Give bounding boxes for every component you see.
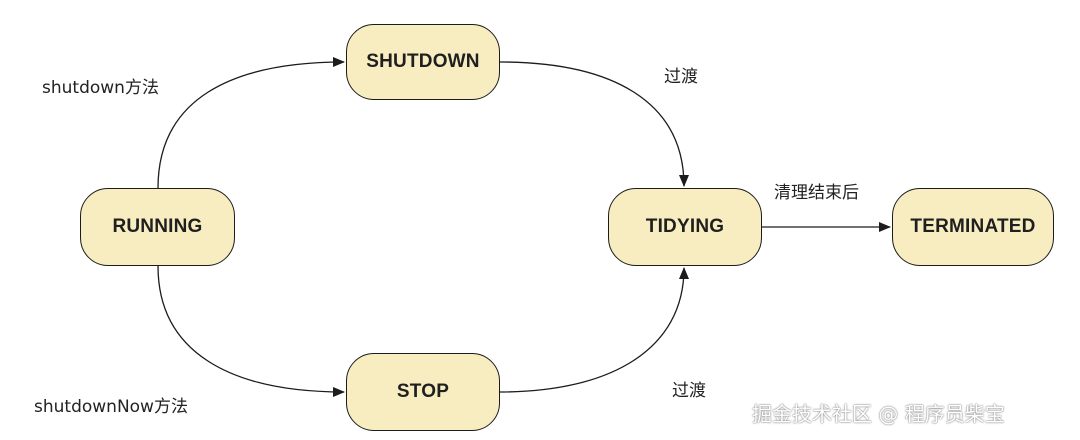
edge-running-to-stop xyxy=(157,265,345,397)
state-running-label: RUNNING xyxy=(112,216,203,237)
state-stop-label: STOP xyxy=(396,381,450,402)
edge-shutdown-to-tidying xyxy=(499,61,689,187)
state-shutdown: SHUTDOWN xyxy=(346,24,500,100)
watermark: 掘金技术社区 @ 程序员柴宝 xyxy=(752,402,1005,426)
edge-stop-to-tidying xyxy=(499,267,689,393)
transition-label-shutdown-method: shutdown方法 xyxy=(42,78,159,98)
transition-label-stop-to-tidying: 过渡 xyxy=(672,381,706,401)
state-terminated: TERMINATED xyxy=(892,188,1054,266)
edge-running-to-shutdown xyxy=(157,57,345,189)
transition-label-shutdownnow-method: shutdownNow方法 xyxy=(34,397,188,417)
state-tidying: TIDYING xyxy=(608,188,762,266)
state-stop: STOP xyxy=(346,353,500,431)
state-running: RUNNING xyxy=(80,188,235,266)
state-tidying-label: TIDYING xyxy=(645,216,725,237)
state-terminated-label: TERMINATED xyxy=(910,216,1036,237)
transition-label-cleanup-done: 清理结束后 xyxy=(774,183,859,203)
state-shutdown-label: SHUTDOWN xyxy=(366,51,480,72)
transition-label-shutdown-to-tidying: 过渡 xyxy=(664,67,698,87)
